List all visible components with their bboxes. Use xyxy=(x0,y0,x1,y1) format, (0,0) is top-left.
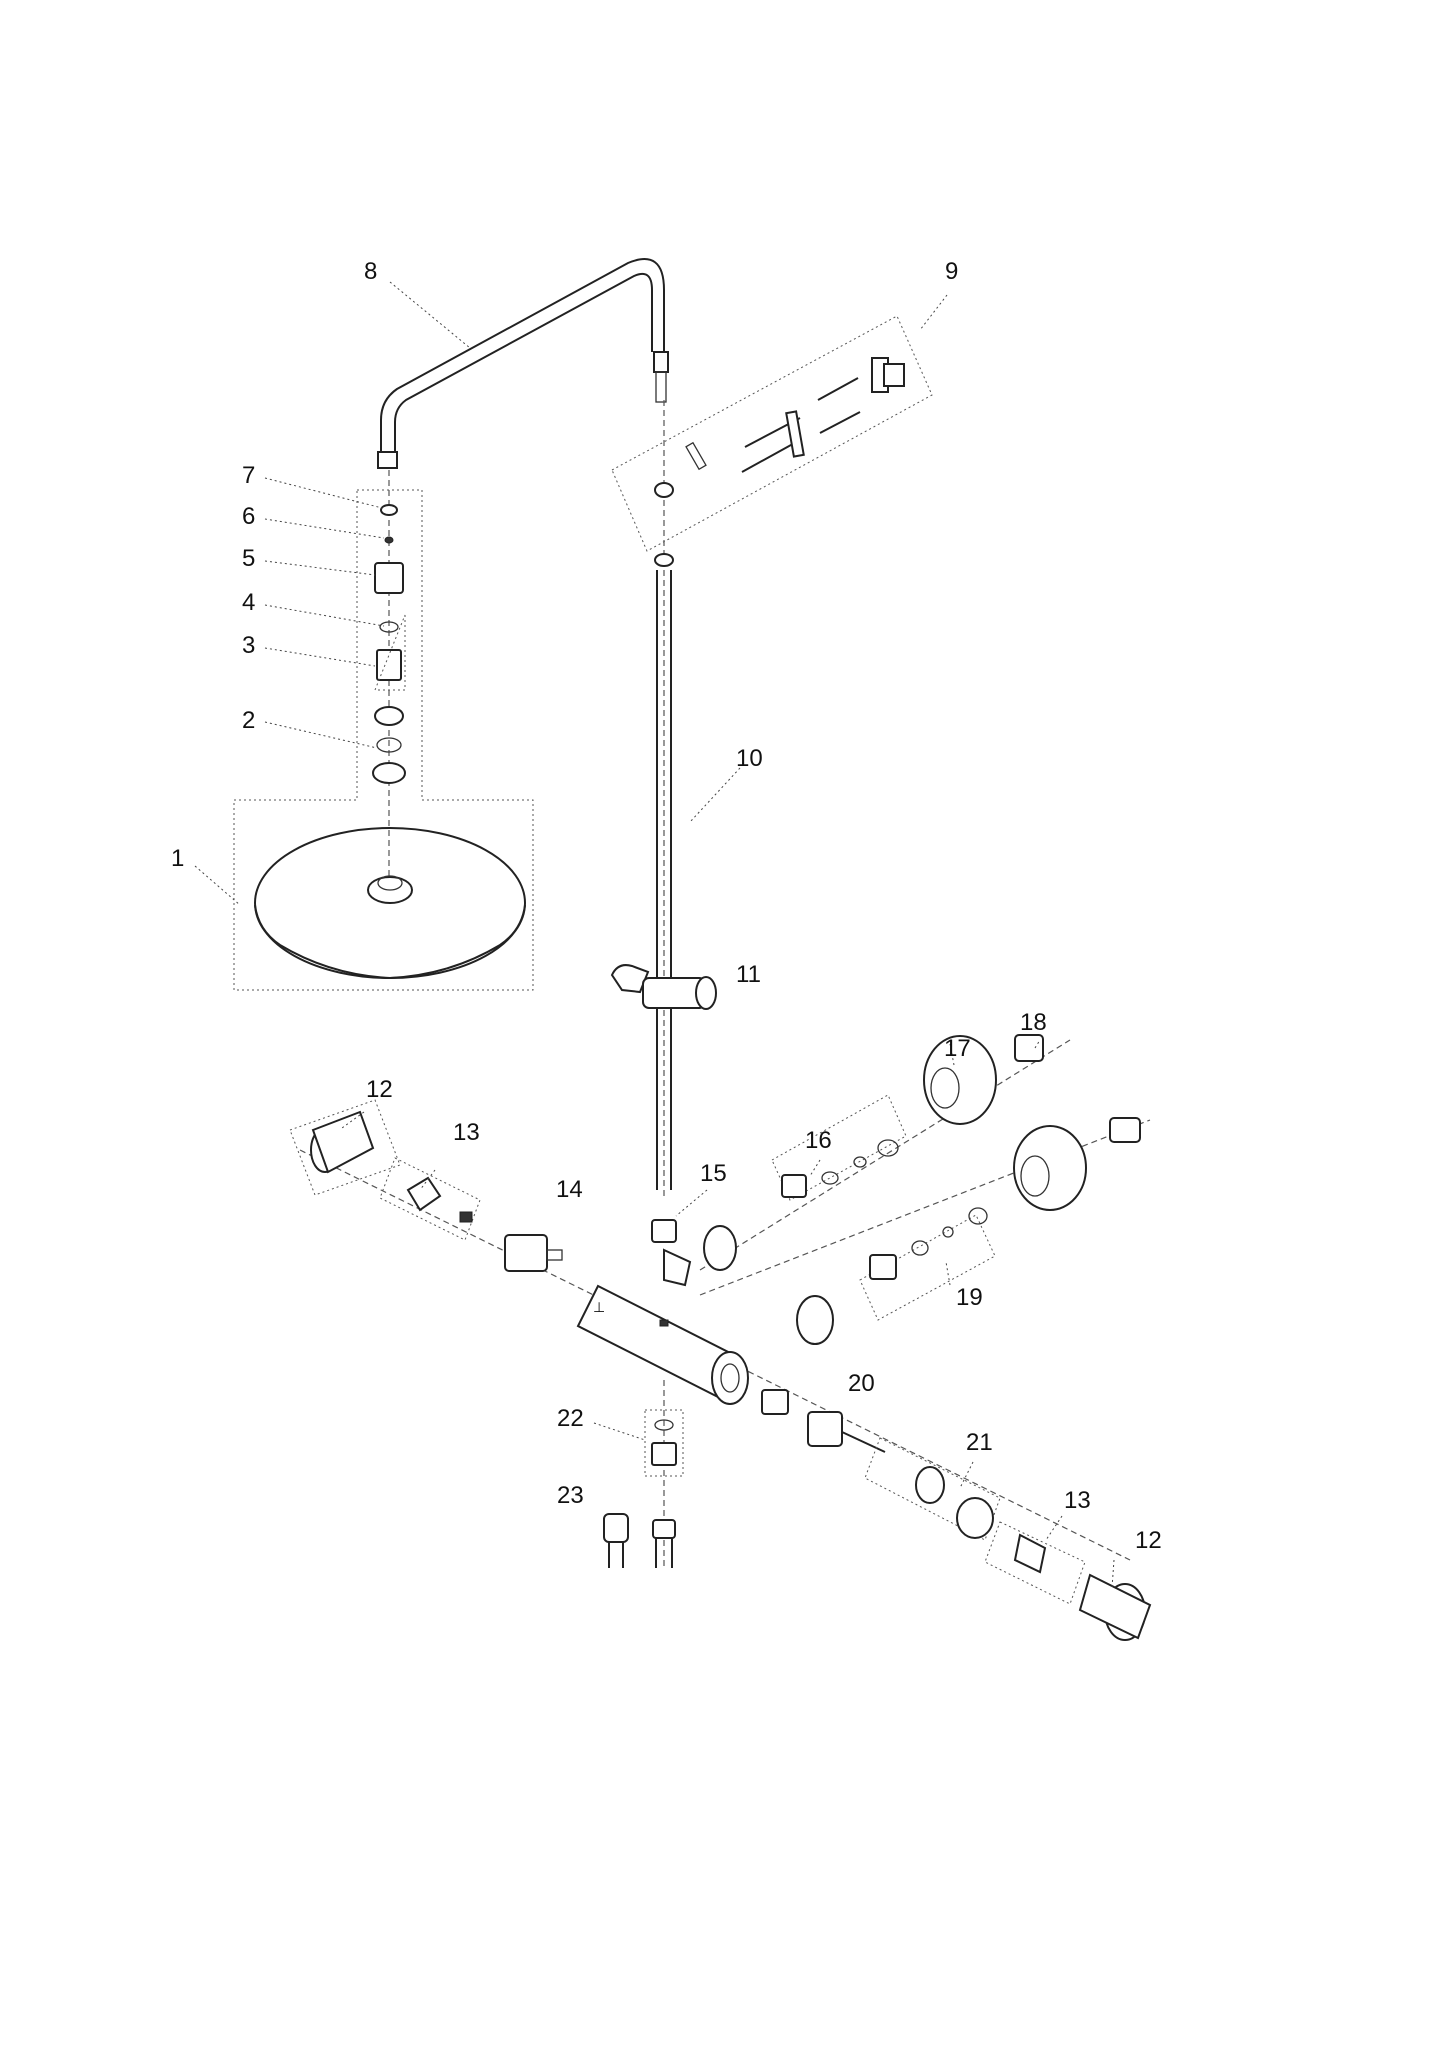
callout-16: 16 xyxy=(805,1127,832,1154)
callout-3: 3 xyxy=(242,632,255,659)
callout-1: 1 xyxy=(171,845,184,872)
inlet-connections xyxy=(699,1034,1151,1345)
callout-12-right: 12 xyxy=(1135,1527,1162,1554)
callout-8: 8 xyxy=(364,258,377,285)
callout-20: 20 xyxy=(848,1370,875,1397)
shower-arm xyxy=(377,258,669,469)
eccentric-fittings xyxy=(603,1380,684,1570)
callout-13-left: 13 xyxy=(453,1119,480,1146)
callout-14: 14 xyxy=(556,1176,583,1203)
callout-6: 6 xyxy=(242,503,255,530)
left-handle-assembly xyxy=(289,1099,563,1272)
riser-pipe xyxy=(656,570,672,1190)
callout-13-right: 13 xyxy=(1064,1487,1091,1514)
overhead-connection-parts xyxy=(233,470,534,991)
callout-7: 7 xyxy=(242,462,255,489)
thermostat-body: ⊥ xyxy=(299,1149,1131,1561)
callout-4: 4 xyxy=(242,589,255,616)
right-handle-assembly xyxy=(761,1389,1152,1641)
callout-22: 22 xyxy=(557,1405,584,1432)
wall-bracket-kit xyxy=(611,315,933,567)
callout-23: 23 xyxy=(557,1482,584,1509)
leader-lines xyxy=(194,281,1115,1589)
callout-18: 18 xyxy=(1020,1009,1047,1036)
callout-10: 10 xyxy=(736,745,763,772)
svg-text:⊥: ⊥ xyxy=(593,1299,605,1315)
callout-labels: 1 2 3 4 5 6 7 8 9 10 11 12 12 13 13 14 1… xyxy=(171,258,1162,1554)
callout-19: 19 xyxy=(956,1284,983,1311)
callout-17: 17 xyxy=(944,1035,971,1062)
callout-9: 9 xyxy=(945,258,958,285)
callout-15: 15 xyxy=(700,1160,727,1187)
callout-21: 21 xyxy=(966,1429,993,1456)
callout-2: 2 xyxy=(242,707,255,734)
callout-5: 5 xyxy=(242,545,255,572)
hand-shower-holder xyxy=(610,964,717,1010)
diverter-outlet xyxy=(651,1219,692,1287)
callout-12-left: 12 xyxy=(366,1076,393,1103)
shower-head xyxy=(254,827,526,980)
callout-11: 11 xyxy=(736,961,761,988)
